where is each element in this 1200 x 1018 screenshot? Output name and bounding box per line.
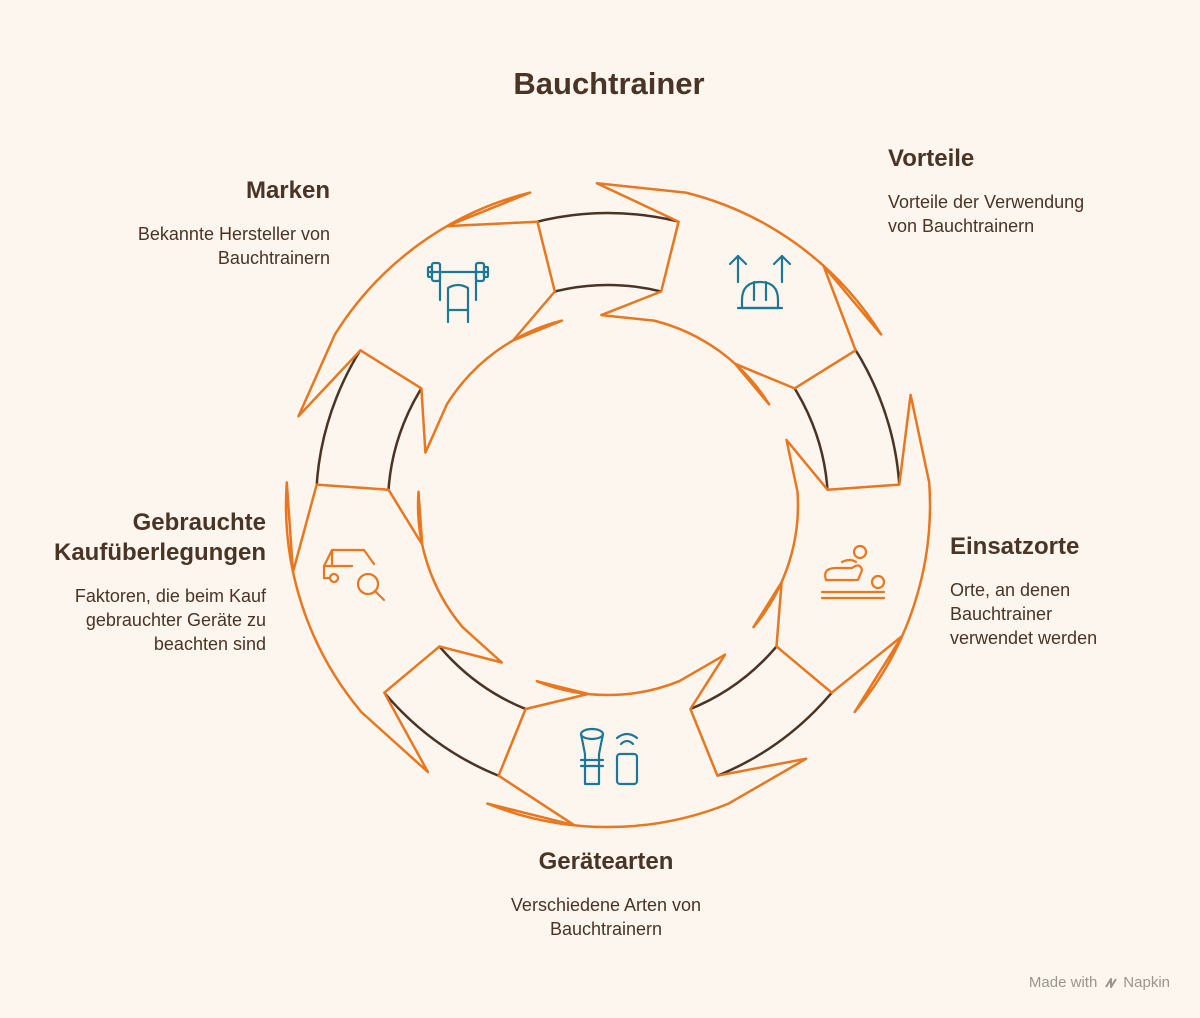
description-einsatzorte: Orte, an denen Bauchtrainer verwendet we… xyxy=(950,580,1098,648)
heading-einsatzorte: Einsatzorte xyxy=(950,533,1080,560)
footer-attribution: Made with Napkin xyxy=(1029,974,1170,991)
safety-helmet-arrows-icon xyxy=(728,254,792,310)
heading-gebrauchte: Gebrauchte Kaufüberlegungen xyxy=(53,509,266,566)
segment-group xyxy=(284,181,932,829)
description-gebrauchte: Faktoren, die beim Kauf gebrauchter Gerä… xyxy=(74,586,266,654)
heading-vorteile: Vorteile xyxy=(888,145,975,172)
segment-vorteile xyxy=(595,181,883,406)
description-geraetearten: Verschiedene Arten von Bauchtrainern xyxy=(510,895,702,939)
description-vorteile: Vorteile der Verwendung von Bauchtrainer… xyxy=(888,192,1085,236)
label-einsatzorte: Einsatzorte Orte, an denen Bauchtrainer … xyxy=(950,532,1140,650)
segment-einsatzorte xyxy=(752,393,932,714)
napkin-brand-label: Napkin xyxy=(1123,974,1170,991)
segment-geraetearten xyxy=(486,653,808,829)
weightlifting-bench-icon xyxy=(426,261,490,324)
label-vorteile: Vorteile Vorteile der Verwendung von Bau… xyxy=(888,144,1088,238)
heading-geraetearten: Gerätearten xyxy=(538,848,674,875)
segment-gebrauchte xyxy=(284,481,504,774)
icon-group xyxy=(322,254,886,786)
napkin-logo-icon xyxy=(1105,977,1118,988)
smart-devices-icon xyxy=(579,727,639,786)
massage-person-icon xyxy=(820,544,886,600)
made-with-text: Made with xyxy=(1028,974,1098,991)
segment-marken xyxy=(297,191,564,454)
napkin-brand[interactable]: Napkin xyxy=(1103,974,1170,991)
diagram-title: Bauchtrainer xyxy=(513,66,705,101)
car-search-icon xyxy=(322,548,386,602)
label-geraetearten: Gerätearten Verschiedene Arten von Bauch… xyxy=(496,847,716,941)
description-marken: Bekannte Hersteller von Bauchtrainern xyxy=(137,224,330,268)
heading-marken: Marken xyxy=(245,177,330,204)
label-gebrauchte: Gebrauchte Kaufüberlegungen Faktoren, di… xyxy=(40,508,266,656)
label-marken: Marken Bekannte Hersteller von Bauchtrai… xyxy=(120,176,330,270)
